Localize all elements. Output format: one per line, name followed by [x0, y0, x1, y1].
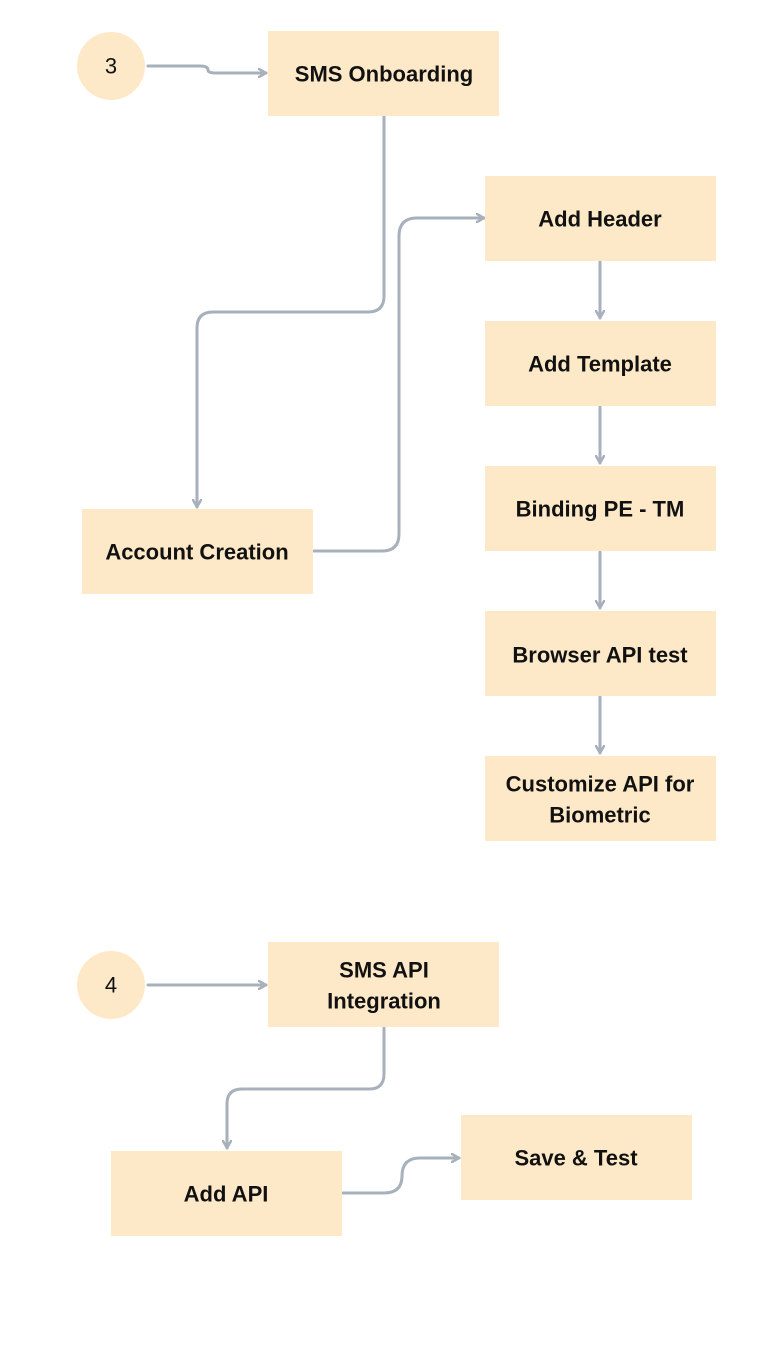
step-3-number: 3 [105, 54, 117, 79]
add-header-node: Add Header [485, 176, 716, 261]
edge-add-api-to-save-test [341, 1158, 461, 1195]
sms-onboarding-node: SMS Onboarding [268, 31, 499, 116]
sms-api-integration-label-line1: SMS API [339, 958, 429, 983]
add-api-node: Add API [111, 1151, 342, 1236]
sms-onboarding-label: SMS Onboarding [295, 62, 473, 87]
add-template-node: Add Template [485, 321, 716, 406]
edge-integration-to-add-api [227, 1026, 386, 1150]
browser-api-test-label: Browser API test [512, 643, 688, 668]
browser-api-test-node: Browser API test [485, 611, 716, 696]
add-header-label: Add Header [538, 207, 662, 232]
add-api-label: Add API [184, 1182, 269, 1207]
binding-label: Binding PE - TM [516, 497, 685, 522]
save-test-label: Save & Test [514, 1146, 638, 1171]
sms-api-integration-node: SMS API Integration [268, 942, 499, 1027]
edge-step3-to-onboarding [146, 64, 268, 73]
account-creation-label: Account Creation [105, 540, 288, 565]
binding-node: Binding PE - TM [485, 466, 716, 551]
step-4-marker: 4 [77, 951, 145, 1019]
edge-account-creation-to-add-header [312, 218, 486, 553]
save-test-node: Save & Test [461, 1115, 692, 1200]
add-template-label: Add Template [528, 352, 672, 377]
sms-api-integration-label-line2: Integration [327, 989, 441, 1014]
customize-api-label-line1: Customize API for [506, 772, 695, 797]
customize-api-node: Customize API for Biometric [485, 756, 716, 841]
edge-onboarding-to-account-creation [197, 114, 386, 509]
account-creation-node: Account Creation [82, 509, 313, 594]
step-4-number: 4 [105, 973, 117, 998]
step-3-marker: 3 [77, 32, 145, 100]
customize-api-label-line2: Biometric [549, 803, 650, 828]
